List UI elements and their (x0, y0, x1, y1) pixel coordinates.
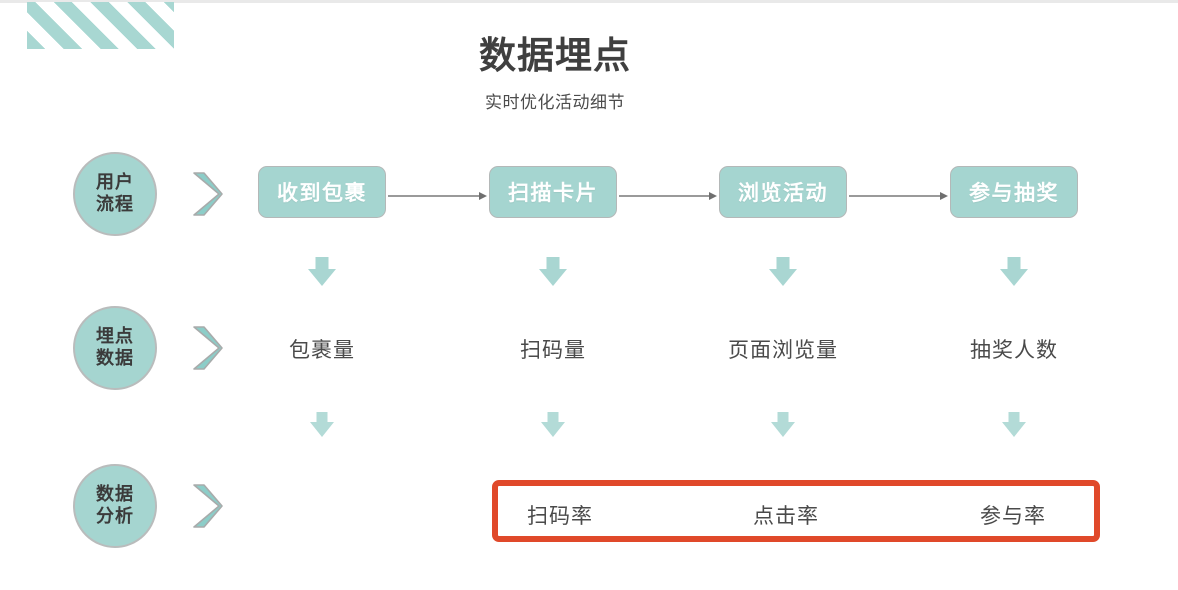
analysis-item-2: 参与率 (980, 505, 1046, 528)
arrow-tip (541, 422, 565, 437)
flow-step-3-label: 参与抽奖 (969, 182, 1059, 205)
chevron-right-icon (193, 326, 223, 370)
flow-step-2-label: 浏览活动 (738, 182, 828, 205)
connector-2 (849, 191, 948, 201)
arrow-down-icon (999, 412, 1029, 438)
analysis-item-1: 点击率 (753, 505, 819, 528)
badge-tracking-data: 埋点 数据 (73, 306, 157, 390)
connector-0 (388, 191, 487, 201)
analysis-item-0: 扫码率 (527, 505, 593, 528)
badge-line-1: 数据 (96, 484, 134, 505)
flow-step-1[interactable]: 扫描卡片 (489, 166, 617, 218)
chevron-right-icon (193, 484, 223, 528)
connector-arrowhead-icon (709, 191, 717, 200)
arrow-shaft (547, 412, 559, 423)
connector-arrowhead-icon (479, 191, 487, 200)
arrow-shaft (776, 257, 790, 270)
metric-0: 包裹量 (289, 339, 355, 362)
badge-data-analysis: 数据 分析 (73, 464, 157, 548)
connector-line (849, 195, 941, 197)
badge-line-2: 分析 (96, 506, 134, 526)
page-title: 数据埋点 (479, 35, 631, 76)
chevron-right-icon (193, 172, 223, 216)
analysis-highlight-box: 扫码率 点击率 参与率 (492, 480, 1100, 542)
arrow-down-icon (305, 257, 339, 287)
flow-step-1-label: 扫描卡片 (508, 182, 598, 205)
arrow-down-icon (538, 412, 568, 438)
arrow-tip (771, 422, 795, 437)
metric-3: 抽奖人数 (970, 339, 1058, 362)
connector-1 (619, 191, 717, 201)
title-block: 数据埋点 实时优化活动细节 (0, 34, 1110, 113)
badge-user-flow: 用户 流程 (73, 152, 157, 236)
arrow-tip (769, 269, 797, 286)
badge-line-2: 流程 (96, 194, 134, 214)
badge-line-1: 用户 (96, 172, 134, 193)
arrow-shaft (777, 412, 789, 423)
arrow-tip (308, 269, 336, 286)
arrow-shaft (546, 257, 560, 270)
arrow-down-icon (307, 412, 337, 438)
arrow-shaft (1007, 257, 1021, 270)
arrow-shaft (316, 412, 328, 423)
arrow-shaft (315, 257, 329, 270)
arrow-shaft (1008, 412, 1020, 423)
connector-line (619, 195, 710, 197)
diagonal-stripes-decoration (27, 2, 174, 49)
flow-step-2[interactable]: 浏览活动 (719, 166, 847, 218)
flow-step-0[interactable]: 收到包裹 (258, 166, 386, 218)
arrow-down-icon (766, 257, 800, 287)
badge-line-1: 埋点 (96, 326, 134, 347)
badge-line-2: 数据 (96, 348, 134, 368)
metric-2: 页面浏览量 (728, 339, 838, 362)
connector-line (388, 195, 480, 197)
arrow-tip (1002, 422, 1026, 437)
arrow-down-icon (536, 257, 570, 287)
arrow-down-icon (997, 257, 1031, 287)
arrow-tip (1000, 269, 1028, 286)
top-edge-strip (0, 0, 1178, 3)
arrow-tip (539, 269, 567, 286)
metric-1: 扫码量 (520, 339, 586, 362)
arrow-tip (310, 422, 334, 437)
flow-step-0-label: 收到包裹 (277, 182, 367, 205)
arrow-down-icon (768, 412, 798, 438)
page-subtitle: 实时优化活动细节 (485, 92, 625, 112)
connector-arrowhead-icon (940, 191, 948, 200)
flow-step-3[interactable]: 参与抽奖 (950, 166, 1078, 218)
